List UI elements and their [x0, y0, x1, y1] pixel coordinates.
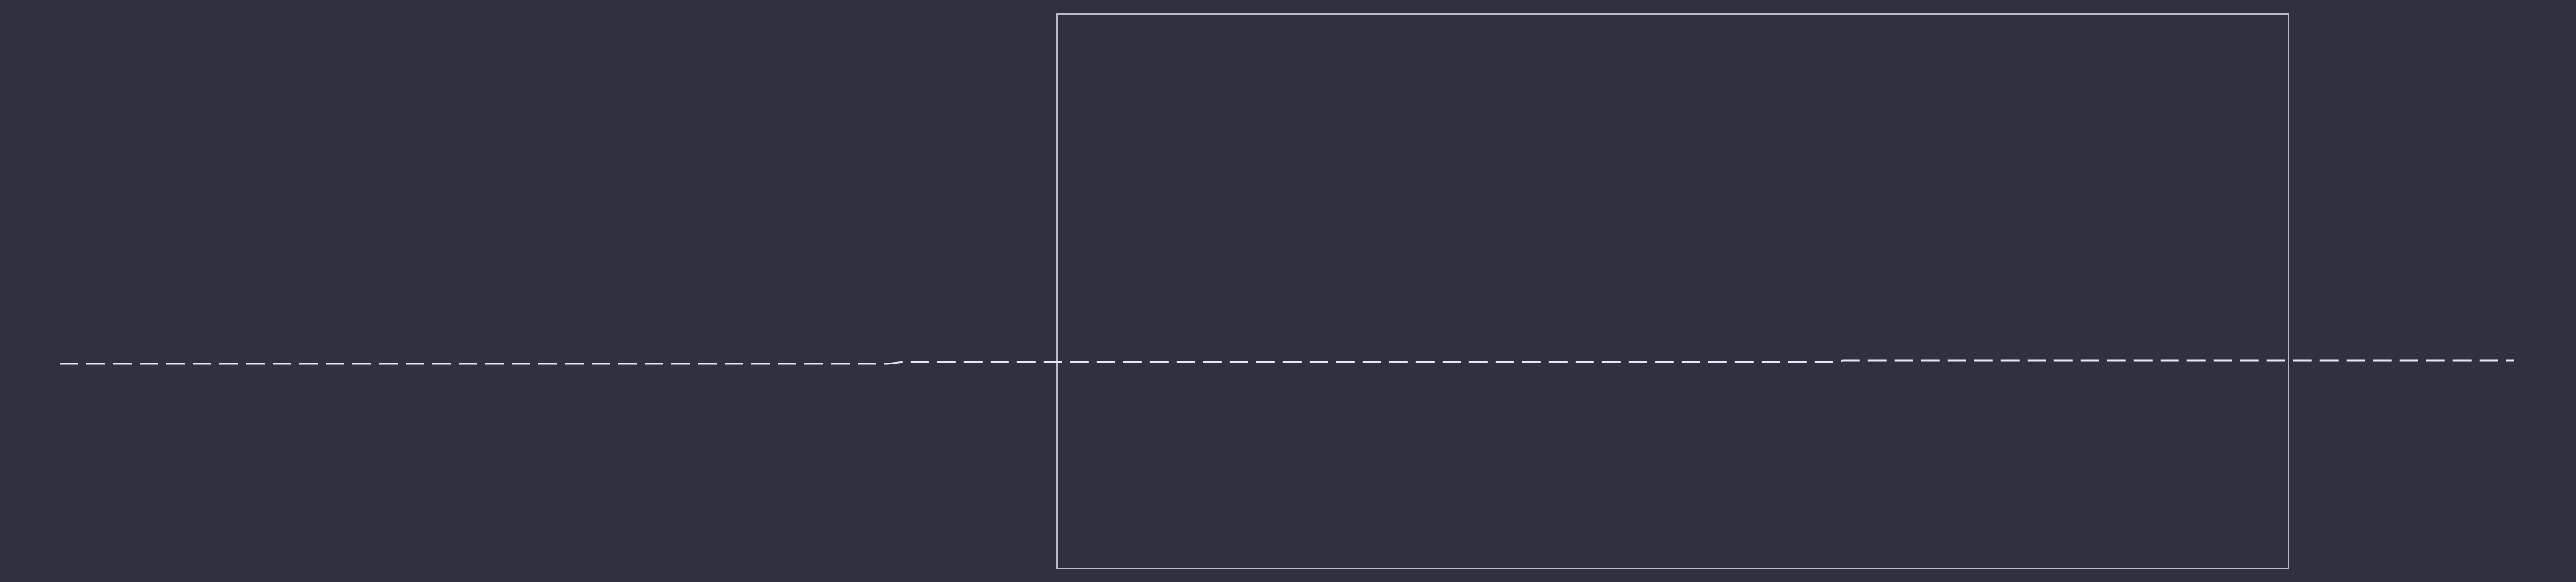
dashed-guide-line[interactable]: [60, 359, 2514, 365]
viewport-frame[interactable]: [1056, 13, 2289, 569]
